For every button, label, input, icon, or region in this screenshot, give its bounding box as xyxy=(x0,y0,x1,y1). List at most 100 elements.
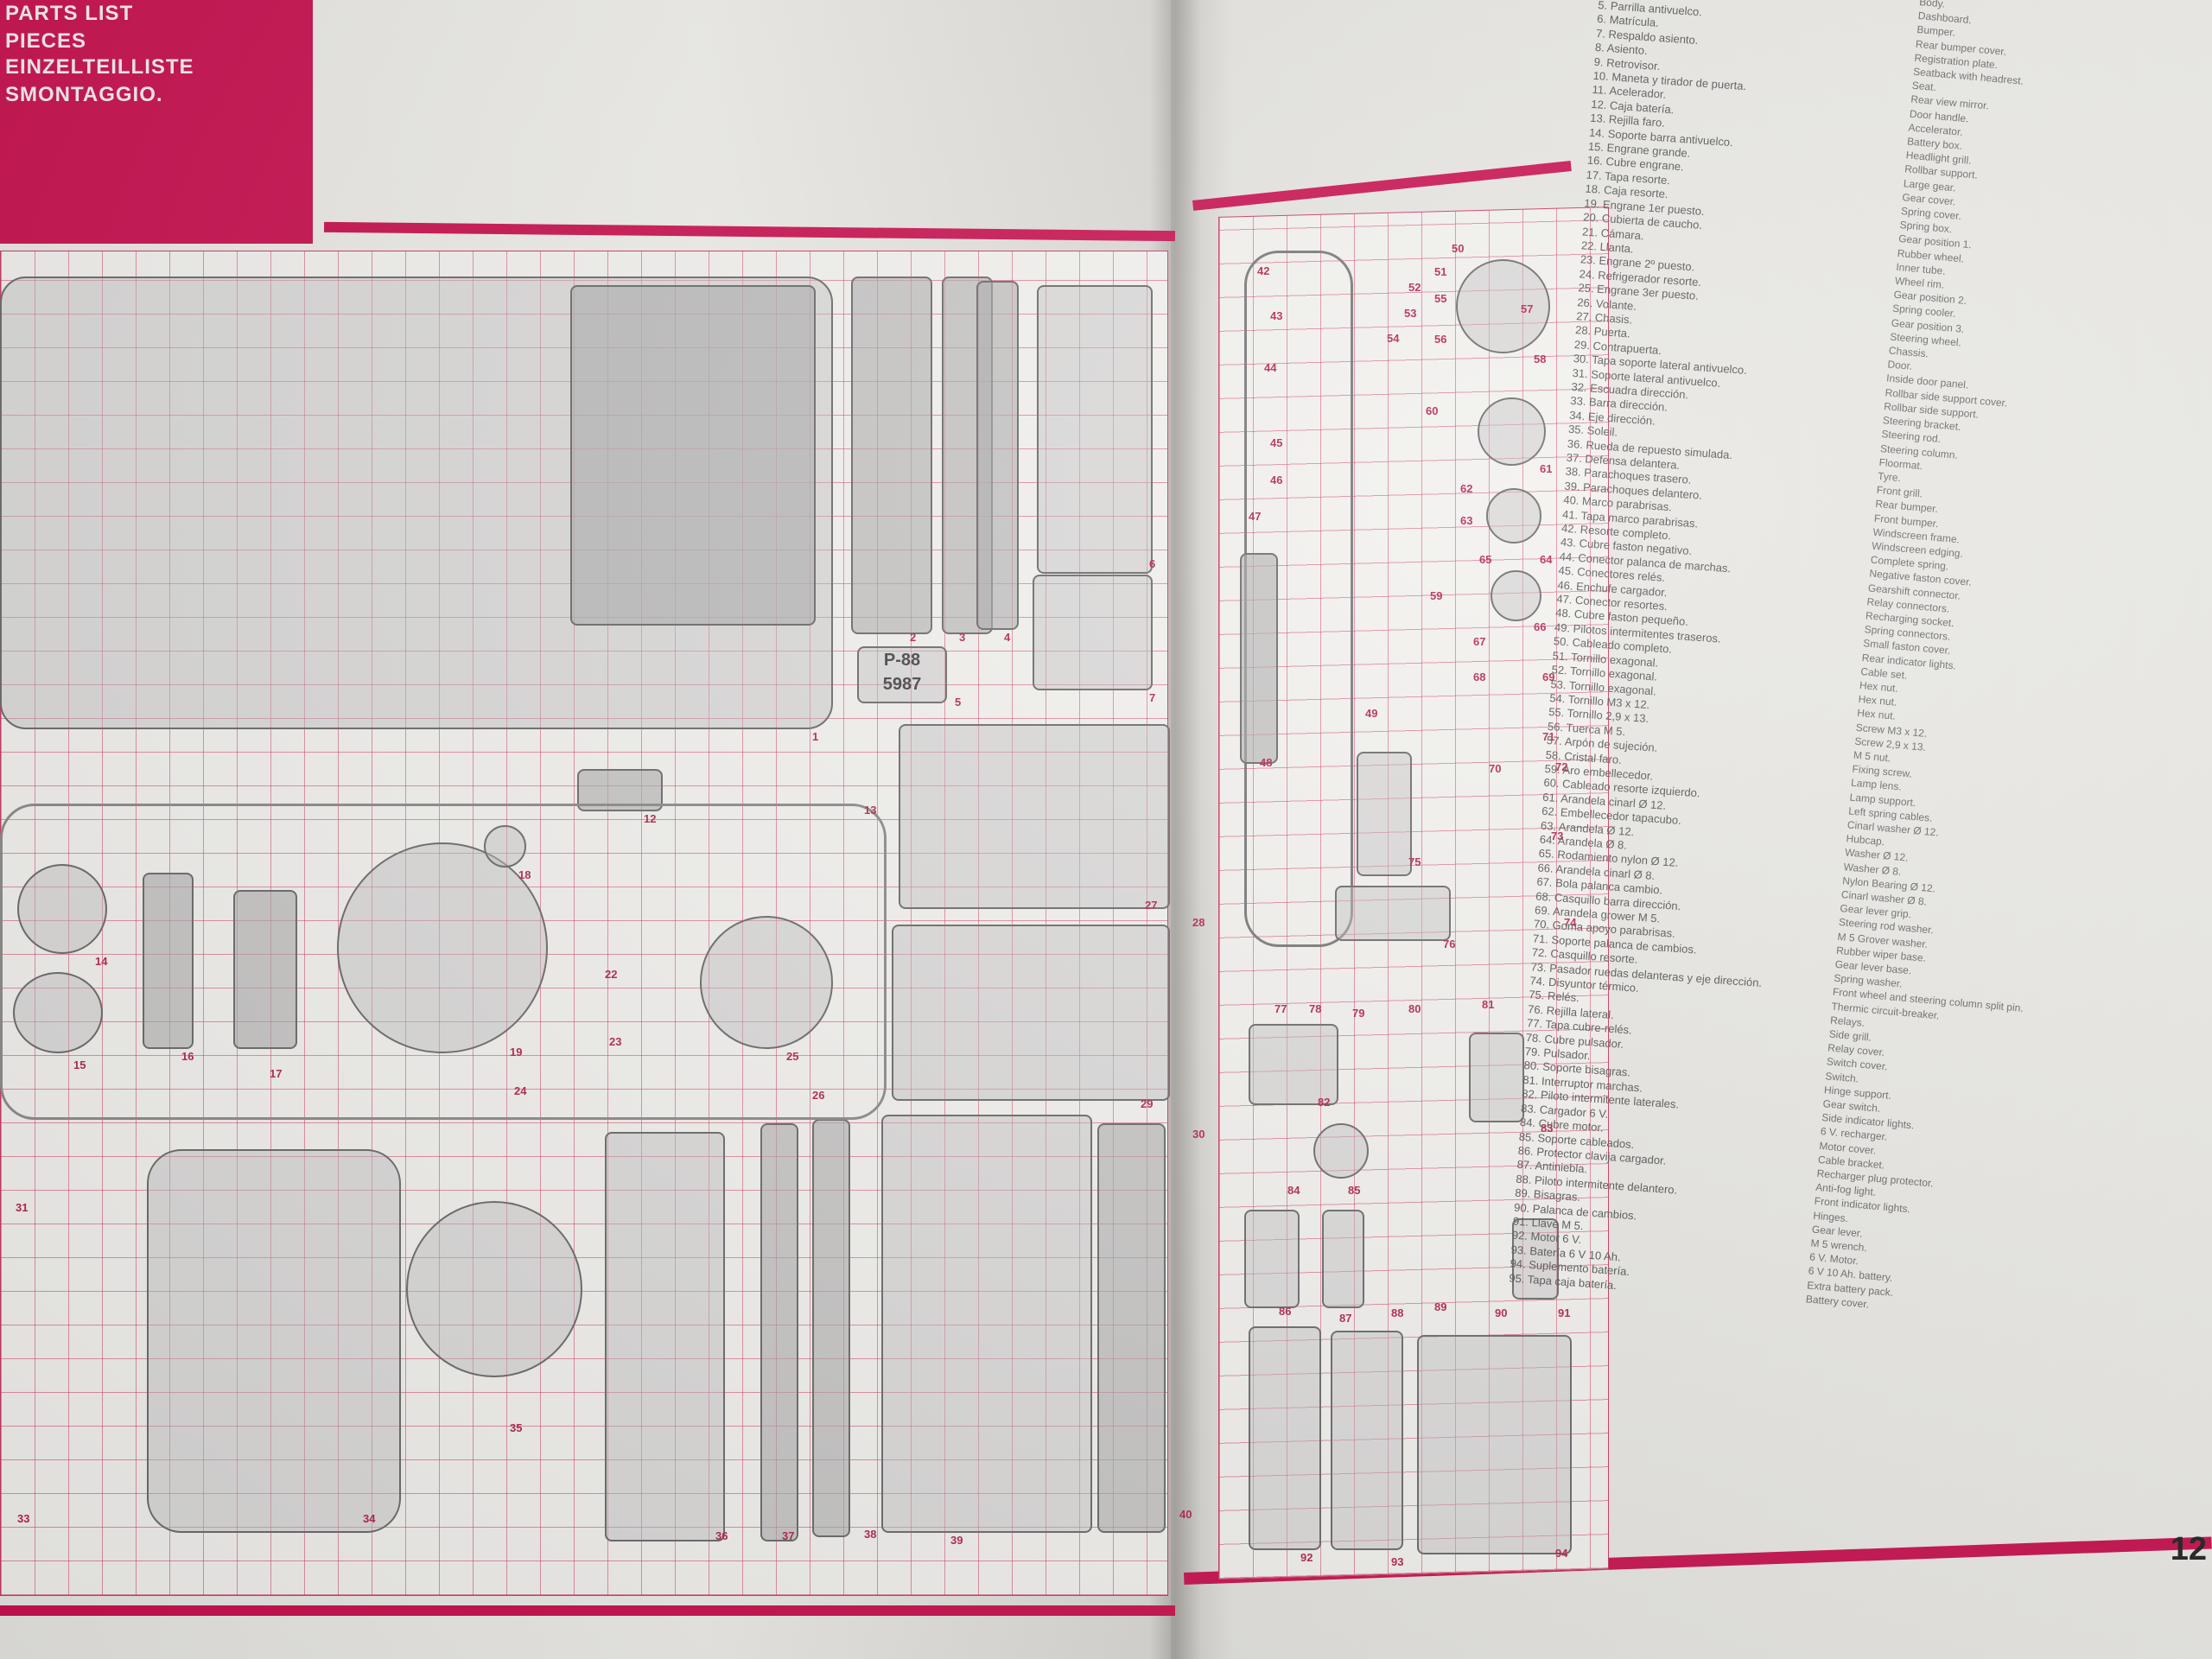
label-52: 52 xyxy=(1408,281,1421,294)
label-79: 79 xyxy=(1352,1007,1365,1020)
motor-cover-part xyxy=(1335,886,1451,941)
extra-battery-part xyxy=(1331,1331,1403,1550)
hinge-support-part xyxy=(1322,1210,1364,1308)
label-44: 44 xyxy=(1264,361,1277,374)
label-68: 68 xyxy=(1473,671,1486,683)
gear-cover-part xyxy=(143,873,194,1049)
label-74: 74 xyxy=(1564,916,1577,929)
label-94: 94 xyxy=(1555,1547,1568,1560)
steering-wheel-part xyxy=(700,916,833,1049)
door-part xyxy=(899,724,1170,909)
label-59: 59 xyxy=(1430,589,1443,602)
label-40: 40 xyxy=(1179,1508,1192,1521)
label-77: 77 xyxy=(1274,1002,1287,1015)
switch-part xyxy=(1244,1210,1300,1308)
label-51: 51 xyxy=(1434,265,1447,278)
label-47: 47 xyxy=(1249,510,1262,523)
label-53: 53 xyxy=(1404,307,1417,320)
label-26: 26 xyxy=(812,1089,825,1102)
label-62: 62 xyxy=(1460,482,1473,495)
spare-tyre-part xyxy=(406,1201,582,1377)
seatback-part xyxy=(1037,285,1153,574)
plate-line-1: P-88 xyxy=(883,651,921,670)
label-71: 71 xyxy=(1542,730,1555,743)
label-38: 38 xyxy=(864,1528,877,1541)
label-24: 24 xyxy=(514,1084,527,1097)
label-23: 23 xyxy=(609,1035,622,1048)
inside-door-panel-part xyxy=(892,925,1170,1101)
side-grill-part xyxy=(1240,553,1278,764)
header-line-3: EINZELTEILLISTE xyxy=(5,55,194,79)
label-2: 2 xyxy=(910,631,917,644)
label-83: 83 xyxy=(1541,1122,1554,1135)
label-15: 15 xyxy=(73,1058,86,1071)
label-78: 78 xyxy=(1309,1002,1322,1015)
label-93: 93 xyxy=(1391,1555,1404,1568)
label-63: 63 xyxy=(1460,514,1473,527)
header-block: PARTS LIST PIECES EINZELTEILLISTE SMONTA… xyxy=(0,0,313,244)
registration-plate: P-88 5987 xyxy=(857,646,947,703)
lamp-lens-part xyxy=(1456,259,1550,353)
windscreen-edging-part xyxy=(1097,1123,1166,1533)
label-5: 5 xyxy=(955,696,962,709)
label-27: 27 xyxy=(1145,899,1158,912)
label-33: 33 xyxy=(17,1512,30,1525)
rear-bumper-part xyxy=(760,1123,798,1541)
label-37: 37 xyxy=(782,1529,795,1542)
label-90: 90 xyxy=(1495,1306,1508,1319)
label-56: 56 xyxy=(1434,333,1447,346)
label-86: 86 xyxy=(1279,1305,1292,1318)
label-67: 67 xyxy=(1473,635,1486,648)
label-92: 92 xyxy=(1300,1551,1313,1564)
label-13: 13 xyxy=(864,804,877,817)
antifog-light-part xyxy=(1313,1123,1369,1179)
seat-bottom-part xyxy=(1033,575,1153,690)
label-69: 69 xyxy=(1542,671,1555,683)
chassis-part xyxy=(0,804,887,1120)
label-75: 75 xyxy=(1408,855,1421,868)
label-18: 18 xyxy=(518,868,531,881)
dashboard-part xyxy=(851,276,932,634)
label-19: 19 xyxy=(510,1046,523,1058)
front-bumper-part xyxy=(812,1119,850,1537)
label-58: 58 xyxy=(1534,353,1547,365)
label-42: 42 xyxy=(1257,264,1270,277)
label-6: 6 xyxy=(1149,557,1156,570)
label-61: 61 xyxy=(1540,462,1553,475)
floormat-part xyxy=(147,1149,401,1533)
header-line-2: PIECES xyxy=(5,29,87,53)
header-line-4: SMONTAGGIO. xyxy=(5,83,163,106)
label-70: 70 xyxy=(1489,762,1502,775)
label-30: 30 xyxy=(1192,1128,1205,1141)
hubcap-part xyxy=(13,972,103,1053)
label-89: 89 xyxy=(1434,1300,1447,1313)
label-14: 14 xyxy=(95,955,108,968)
label-31: 31 xyxy=(16,1201,29,1214)
spring-box-part xyxy=(484,825,526,868)
label-84: 84 xyxy=(1287,1184,1300,1197)
label-16: 16 xyxy=(181,1050,194,1063)
label-87: 87 xyxy=(1339,1312,1352,1325)
relay-cover-part xyxy=(1357,752,1412,876)
wheel-rim-part xyxy=(17,864,107,954)
windscreen-frame-part xyxy=(881,1115,1092,1533)
battery-part xyxy=(1417,1335,1572,1554)
page-number: 12 xyxy=(2170,1531,2207,1567)
label-45: 45 xyxy=(1270,436,1283,449)
label-3: 3 xyxy=(959,631,966,644)
label-54: 54 xyxy=(1387,332,1400,345)
label-91: 91 xyxy=(1558,1306,1571,1319)
label-46: 46 xyxy=(1270,474,1283,486)
label-73: 73 xyxy=(1551,830,1564,842)
label-4: 4 xyxy=(1004,631,1011,644)
label-28: 28 xyxy=(1192,916,1205,929)
header-line-1: PARTS LIST xyxy=(5,2,134,25)
gear-lever-grip-part xyxy=(1491,570,1541,621)
label-49: 49 xyxy=(1365,707,1378,720)
label-1: 1 xyxy=(812,730,819,743)
label-55: 55 xyxy=(1434,292,1447,305)
plate-line-2: 5987 xyxy=(882,675,922,694)
label-35: 35 xyxy=(510,1421,523,1434)
label-36: 36 xyxy=(715,1529,728,1542)
